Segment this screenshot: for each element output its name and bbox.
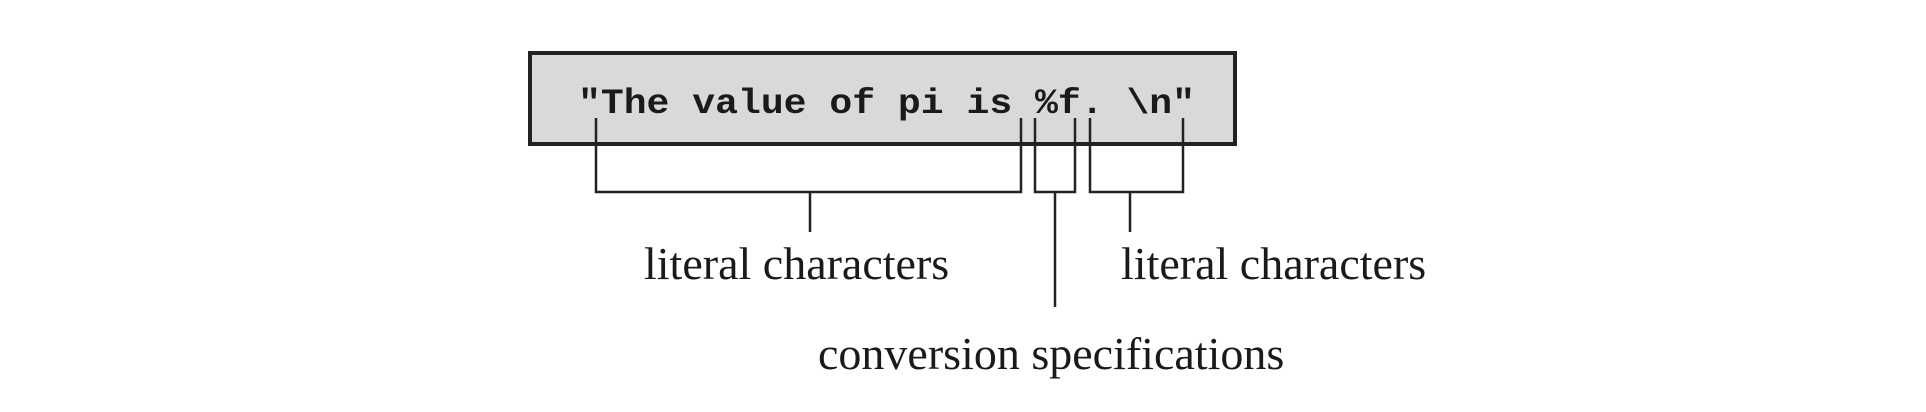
bracket-conversion (1033, 118, 1077, 307)
format-string-text: "The value of pi is %f. \n" (578, 84, 1195, 124)
bracket-literal-left (594, 118, 1023, 232)
label-literal-left: literal characters (644, 238, 949, 289)
format-string-box (528, 51, 1237, 146)
bracket-literal-right (1088, 118, 1185, 232)
label-conversion: conversion specifications (818, 328, 1284, 379)
label-literal-right: literal characters (1121, 238, 1426, 289)
